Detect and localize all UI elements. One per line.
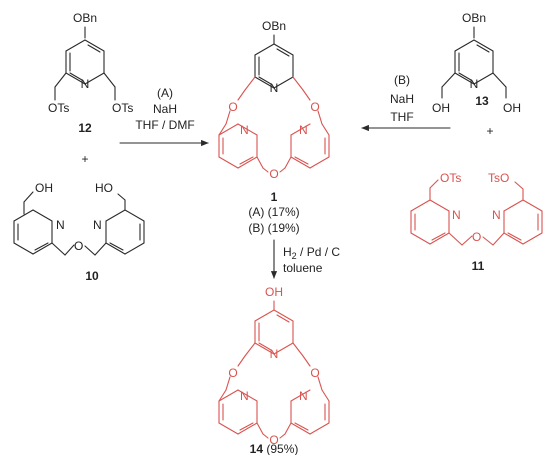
c11-right-n: N [492, 208, 501, 222]
compound-14: OH N N N [218, 285, 330, 447]
c14-o-bottom: O [269, 433, 278, 447]
c1-top-n: N [270, 81, 279, 95]
c1-o-right: O [310, 100, 319, 114]
c1-o-left: O [228, 100, 237, 114]
c13-right-oh: OH [503, 101, 521, 115]
c10-right-ho: HO [95, 181, 113, 195]
compound-10: OH N O N HO 10 [13, 181, 145, 283]
compound-1: OBn N [218, 19, 330, 181]
c14-caption: 14 (95%) [250, 442, 299, 455]
c14-yield: (95%) [266, 442, 298, 455]
c11-ether-o: O [472, 230, 481, 244]
c10-ether-o: O [74, 239, 83, 253]
cond-a-label: (A) [157, 86, 173, 100]
c10-left-n: N [56, 218, 65, 232]
c13-left-oh: OH [432, 101, 450, 115]
c1-right-n: N [299, 123, 308, 137]
plus-right: + [486, 124, 493, 138]
cond-b-label: (B) [394, 73, 410, 87]
c12-number: 12 [78, 121, 92, 135]
c14-o-left: O [228, 366, 237, 380]
c12-n-label: N [81, 77, 90, 91]
compound-11: OTs N O N TsO [410, 171, 543, 246]
cond-a-reagent: NaH [153, 102, 177, 116]
c10-left-oh: OH [35, 181, 53, 195]
c14-right-n: N [299, 389, 308, 403]
hydrogenation-solvent: toluene [283, 261, 323, 275]
c14-oh-label: OH [265, 285, 283, 299]
c11-number: 11 [472, 259, 485, 273]
c1-yield-a: (A) (17%) [248, 205, 299, 219]
c1-o-bottom: O [269, 167, 278, 181]
c1-obn-label: OBn [262, 19, 286, 33]
c1-yield-b: (B) (19%) [248, 221, 299, 235]
cond-a-solvent: THF / DMF [135, 118, 194, 132]
c14-number: 14 [250, 442, 264, 455]
c14-top-n: N [270, 347, 279, 361]
c11-left-ots: OTs [440, 171, 461, 185]
cond-b-solvent: THF [390, 110, 413, 124]
cond-b-reagent: NaH [390, 92, 414, 106]
compound-12: OBn N OTs OTs 12 [48, 11, 133, 135]
c13-number: 13 [475, 94, 489, 108]
c1-number: 1 [271, 190, 278, 204]
plus-left: + [81, 152, 88, 166]
c12-obn-label: OBn [73, 11, 97, 25]
c13-n-label: N [470, 77, 479, 91]
c11-right-tso: TsO [488, 171, 509, 185]
c12-left-ots: OTs [48, 101, 69, 115]
c11-left-n: N [452, 208, 461, 222]
c10-right-n: N [93, 218, 102, 232]
compound-13: OBn N OH OH 13 [432, 11, 521, 115]
c1-left-n: N [240, 123, 249, 137]
c12-right-ots: OTs [112, 101, 133, 115]
hydrogenation-reagents: H2 / Pd / C [283, 245, 340, 261]
c10-number: 10 [85, 269, 99, 283]
c13-obn-label: OBn [462, 11, 486, 25]
c14-left-n: N [240, 389, 249, 403]
c14-o-right: O [310, 366, 319, 380]
